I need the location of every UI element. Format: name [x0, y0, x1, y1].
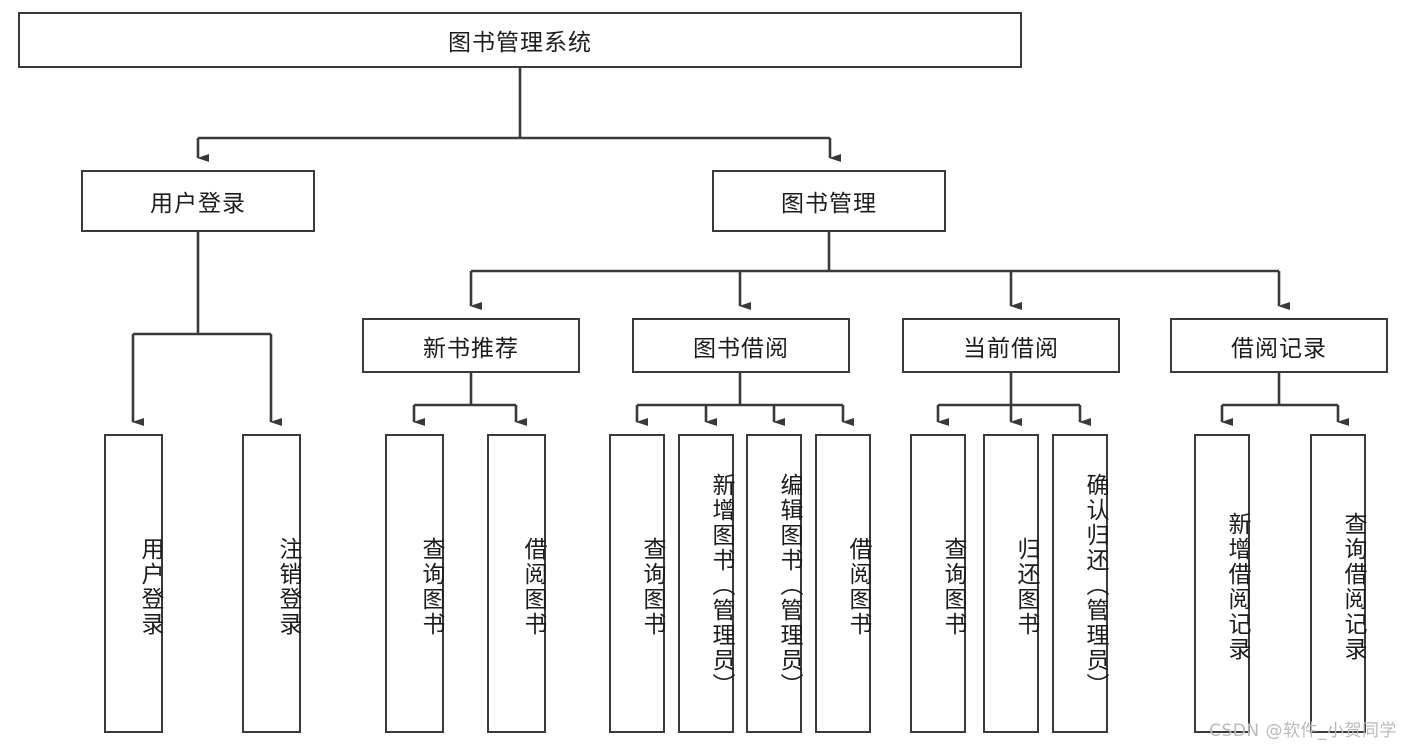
leaf-cb-return-book[interactable]: 归还图书 [983, 434, 1039, 733]
node-borrow-record[interactable]: 借阅记录 [1170, 318, 1388, 373]
node-label: 图书管理 [781, 191, 877, 217]
node-label: 当前借阅 [963, 335, 1059, 362]
node-label: 图书借阅 [693, 335, 789, 362]
node-new-book-rec[interactable]: 新书推荐 [362, 318, 580, 373]
node-book-manage[interactable]: 图书管理 [712, 170, 946, 232]
node-label: 图书管理系统 [448, 30, 592, 56]
leaf-bb-add-book[interactable]: 新增图书（管理员） [678, 434, 734, 733]
node-current-borrow[interactable]: 当前借阅 [902, 318, 1120, 373]
node-root-system[interactable]: 图书管理系统 [18, 12, 1022, 68]
leaf-br-query-record[interactable]: 查询借阅记录 [1310, 434, 1366, 733]
node-label: 新书推荐 [423, 335, 519, 362]
node-label: 借阅记录 [1231, 335, 1327, 362]
leaf-cb-confirm-return[interactable]: 确认归还（管理员） [1052, 434, 1108, 733]
leaf-cb-query-book[interactable]: 查询图书 [910, 434, 966, 733]
node-book-borrow[interactable]: 图书借阅 [632, 318, 850, 373]
csdn-watermark: CSDN @软件_小贺同学 [1209, 721, 1397, 741]
leaf-rec-borrow-book[interactable]: 借阅图书 [487, 434, 546, 733]
leaf-user-logout[interactable]: 注销登录 [242, 434, 301, 733]
leaf-bb-query-book[interactable]: 查询图书 [609, 434, 665, 733]
leaf-rec-query-book[interactable]: 查询图书 [385, 434, 444, 733]
leaf-bb-borrow-book[interactable]: 借阅图书 [815, 434, 871, 733]
leaf-bb-edit-book[interactable]: 编辑图书（管理员） [746, 434, 802, 733]
leaf-br-add-record[interactable]: 新增借阅记录 [1194, 434, 1250, 733]
leaf-user-login[interactable]: 用户登录 [104, 434, 163, 733]
node-label: 用户登录 [150, 191, 246, 217]
node-user-login[interactable]: 用户登录 [81, 170, 315, 232]
